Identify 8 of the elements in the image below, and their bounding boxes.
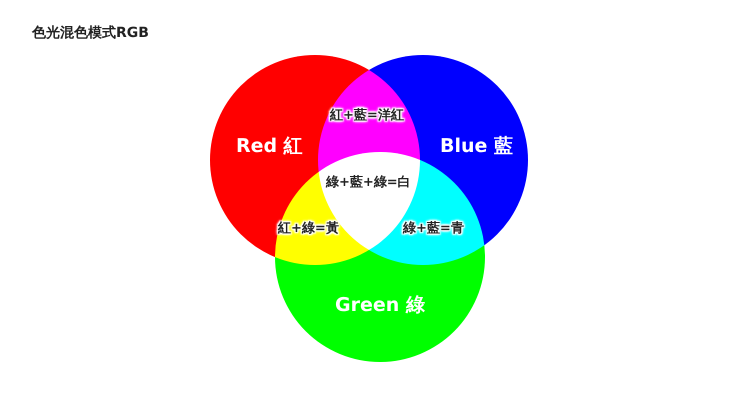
circle-label: Blue 藍 <box>440 134 514 159</box>
circle-label: Red 紅 <box>236 134 303 159</box>
overlap-label: 綠+藍=青 <box>403 220 464 237</box>
overlap-label: 綠+藍+綠=白 <box>326 174 411 191</box>
circle-label: Green 綠 <box>335 293 425 318</box>
overlap-label: 紅+綠=黃 <box>278 220 339 237</box>
title: 色光混色模式RGB <box>32 24 149 42</box>
overlap-label: 紅+藍=洋紅 <box>330 107 404 124</box>
